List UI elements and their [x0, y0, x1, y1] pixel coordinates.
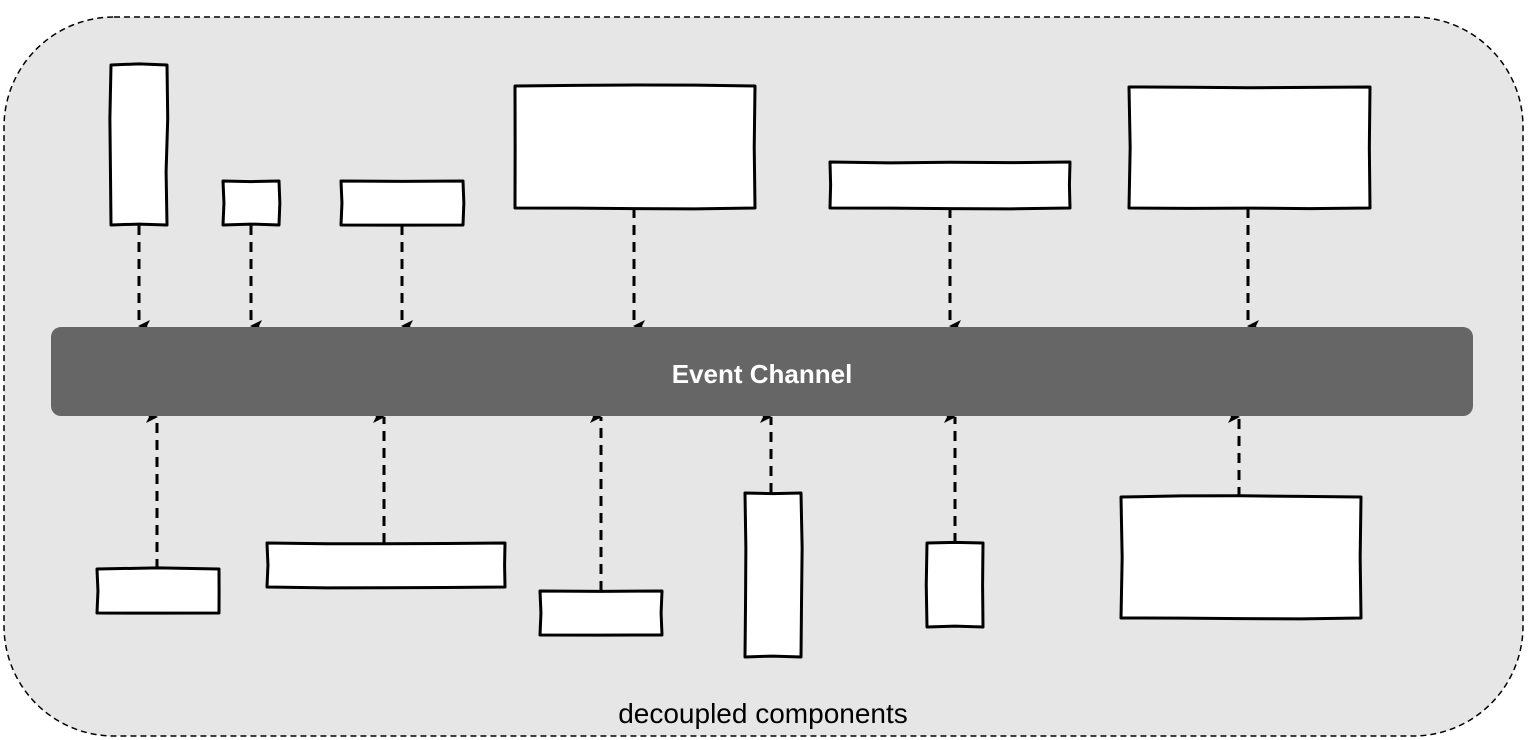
- edges-layer: [137, 208, 1259, 591]
- publisher-component-6[interactable]: [1127, 85, 1372, 211]
- publisher-component-2[interactable]: [221, 179, 282, 227]
- publisher-component-5[interactable]: [828, 160, 1072, 211]
- components-layer: [95, 62, 1372, 659]
- subscriber-component-2[interactable]: [265, 541, 507, 590]
- publisher-component-3[interactable]: [339, 179, 466, 227]
- subscriber-component-3[interactable]: [538, 589, 664, 637]
- subscriber-component-5[interactable]: [924, 540, 985, 629]
- subscriber-component-1[interactable]: [95, 566, 221, 615]
- subscriber-component-6[interactable]: [1119, 494, 1363, 621]
- subscriber-component-4[interactable]: [743, 491, 804, 659]
- container-label: decoupled components: [618, 698, 908, 729]
- event-channel-bar[interactable]: [51, 327, 1473, 416]
- publisher-component-4[interactable]: [513, 83, 757, 211]
- event-channel-label: Event Channel: [672, 359, 853, 389]
- publisher-component-1[interactable]: [108, 62, 170, 227]
